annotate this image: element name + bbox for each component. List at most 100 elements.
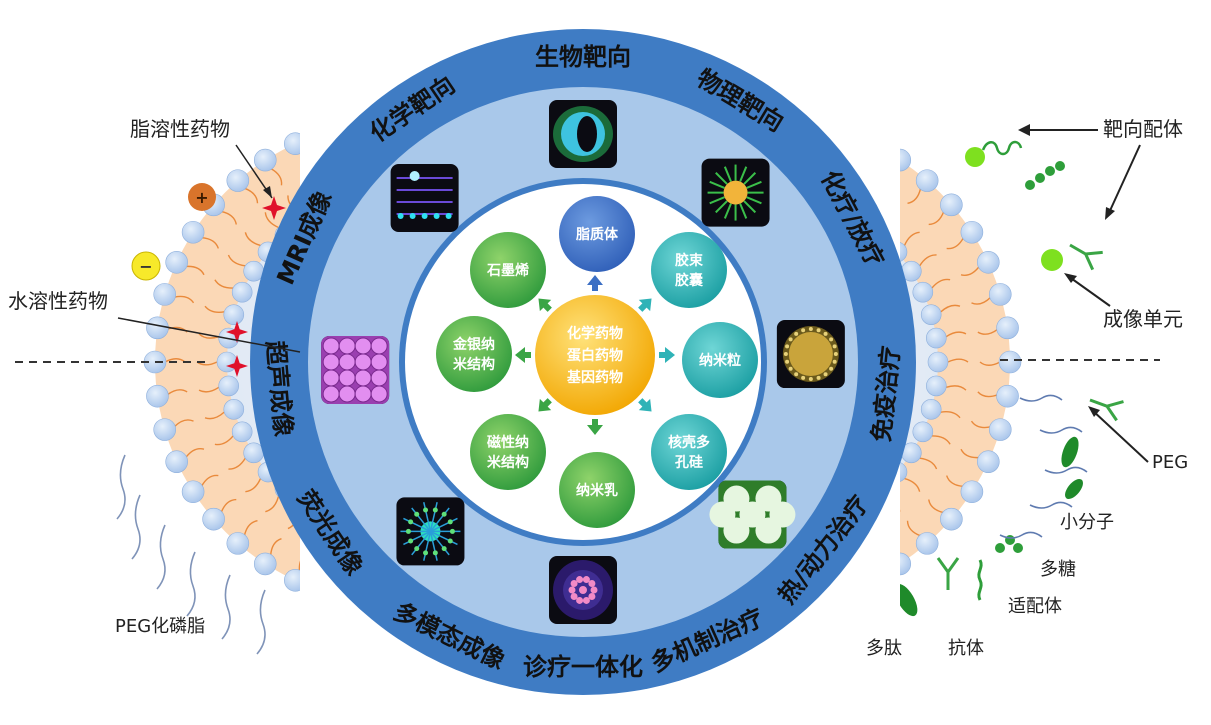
lipid-head — [243, 442, 264, 464]
lipid-head — [231, 421, 253, 443]
lipid-head — [146, 384, 169, 408]
lipid-head — [243, 260, 264, 282]
center-arrow — [538, 298, 552, 312]
carrier-label-liposome-0: 脂质体 — [575, 226, 619, 243]
carrier-label-mesoporous-silica-0: 核壳多 — [668, 434, 710, 451]
imaging-unit-icon — [1041, 249, 1063, 271]
lipid-head — [900, 462, 908, 482]
polysaccharide-icon — [1005, 535, 1015, 545]
lipid-head — [940, 193, 963, 217]
carrier-liposome: 脂质体 — [559, 196, 635, 272]
antibody-icon — [1089, 398, 1124, 422]
lipid-head — [859, 569, 881, 591]
small-molecule-icon — [1025, 180, 1035, 190]
lipid-head — [165, 251, 188, 274]
carrier-label-nanoemulsion-0: 纳米乳 — [576, 482, 618, 499]
carrier-nanoemulsion: 纳米乳 — [559, 452, 635, 528]
carrier-label-micelle-0: 胶束 — [675, 252, 704, 269]
thumbnail-torus — [549, 100, 617, 168]
center-arrow — [538, 398, 552, 412]
center-arrow — [515, 347, 531, 363]
lipid-head — [218, 375, 240, 397]
polysaccharide-icon — [995, 543, 1005, 553]
lipid-head — [900, 148, 912, 172]
label-imaging-unit: 成像单元 — [1103, 307, 1183, 331]
small-molecule-icon — [1035, 173, 1045, 183]
thumbnail-pink — [321, 335, 390, 404]
positive-charge-icon: + — [188, 183, 216, 211]
app-label-theranostics: 诊疗一体化 — [523, 653, 643, 681]
lipid-head — [231, 281, 253, 303]
lipid-head — [202, 507, 225, 531]
lipid-head — [977, 251, 1000, 274]
carrier-label-magnetic-1: 米结构 — [487, 454, 529, 471]
center-arrow — [659, 347, 675, 363]
lipid-head — [912, 421, 934, 443]
lipid-head — [998, 350, 1022, 374]
lipid-head — [920, 304, 942, 325]
center-arrow — [638, 398, 652, 412]
material-thumbnails — [321, 100, 845, 624]
right-labels: 靶向配体 成像单元 PEG 小分子 多糖 适配体 抗体 多肽 — [866, 117, 1188, 659]
center-line-3: 基因药物 — [567, 369, 623, 386]
thumbnail-network — [396, 497, 465, 566]
peptide-icon — [1061, 436, 1079, 468]
peptide-icon — [1065, 479, 1083, 499]
antibody-icon — [936, 557, 960, 590]
imaging-unit-icon — [965, 147, 985, 167]
label-hydrophilic-drug: 水溶性药物 — [8, 289, 108, 313]
lipid-head — [284, 132, 300, 155]
lipid-head — [253, 148, 277, 172]
label-small-molecule: 小分子 — [1060, 512, 1114, 533]
center-arrow — [638, 298, 652, 312]
lipid-head — [316, 121, 338, 143]
label-peg-lipid: PEG化磷脂 — [115, 616, 205, 637]
lipid-head — [915, 169, 939, 192]
lipid-head — [912, 281, 934, 303]
ligand-coil-icon — [981, 140, 1023, 156]
carrier-label-mesoporous-silica-1: 孔硅 — [675, 454, 703, 471]
label-antibody: 抗体 — [948, 638, 984, 659]
app-label-bio-targeting: 生物靶向 — [535, 43, 631, 71]
lipid-head — [146, 316, 169, 340]
lipid-head — [216, 351, 238, 373]
right-liposome-illustration — [859, 140, 1160, 617]
lipid-head — [316, 581, 338, 603]
lipid-head — [165, 450, 188, 473]
carrier-label-micelle-1: 胶囊 — [675, 272, 704, 289]
center-arrow — [587, 275, 603, 291]
center-line-2: 蛋白药物 — [567, 347, 623, 364]
lipid-head — [927, 351, 949, 373]
lipid-head — [960, 480, 984, 504]
left-labels: 脂溶性药物 水溶性药物 PEG化磷脂 — [8, 117, 301, 637]
lipid-head — [977, 450, 1000, 473]
center-drug-orb: 化学药物 蛋白药物 基因药物 — [535, 295, 655, 415]
center-line-1: 化学药物 — [567, 325, 623, 342]
lipid-head — [900, 552, 912, 576]
carrier-nanoparticle: 纳米粒 — [682, 322, 758, 398]
carrier-label-gold-silver-0: 金银纳 — [452, 336, 495, 353]
negative-charge-icon: − — [131, 251, 161, 281]
lipid-head — [223, 399, 245, 420]
lipid-head — [181, 220, 205, 244]
lipid-head — [153, 283, 177, 306]
lipid-head — [153, 418, 177, 441]
lipid-head — [915, 532, 939, 555]
lipid-head — [940, 507, 963, 531]
hydrophilic-drug-star-icon — [226, 355, 248, 377]
svg-text:+: + — [195, 188, 208, 207]
lipid-head — [925, 375, 947, 397]
label-aptamer: 适配体 — [1008, 596, 1062, 617]
carrier-label-graphene-0: 石墨烯 — [486, 262, 529, 279]
thumbnail-lattice — [390, 163, 459, 232]
lipid-head — [996, 316, 1019, 340]
small-molecule-icon — [1055, 161, 1065, 171]
label-lipophilic-drug: 脂溶性药物 — [130, 117, 230, 141]
label-peg: PEG — [1152, 452, 1188, 473]
label-targeting-ligand: 靶向配体 — [1103, 117, 1183, 141]
lipid-head — [226, 169, 250, 192]
